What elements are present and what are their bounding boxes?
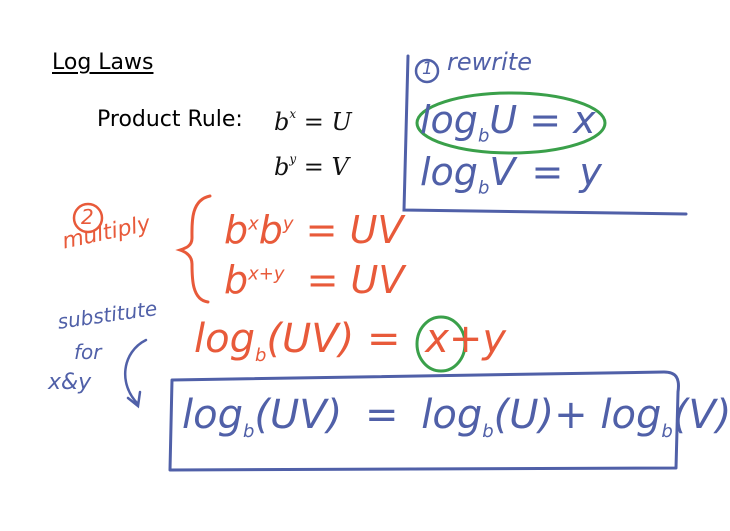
- substitute-note-3: x&y: [48, 370, 92, 395]
- substitute-arrowhead: [126, 390, 142, 409]
- eq2-rhs: = V: [303, 153, 349, 181]
- step3-log-sub: b: [254, 345, 267, 366]
- step2-line1-b1: b: [224, 208, 249, 252]
- step1-line2: logbV = y: [420, 150, 604, 199]
- result-t2-sub: b: [661, 421, 673, 442]
- result-lhs-sub: b: [242, 421, 255, 442]
- step2-line1-exp2: y: [282, 213, 294, 235]
- substitute-arrow: [124, 338, 148, 406]
- step2-number: 2: [81, 205, 94, 229]
- product-rule-eq-2: by = V: [274, 152, 349, 181]
- step1-number: 1: [422, 59, 433, 79]
- result-equation: logb(UV) = logb(U)+ logb(V): [182, 392, 730, 442]
- step2-line1: bxby = UV: [224, 208, 403, 252]
- step1-number-circle: [414, 58, 440, 84]
- eq1-rhs: = U: [303, 108, 352, 136]
- result-t2-arg: (V): [672, 392, 730, 438]
- step2-line1-b2: b: [258, 208, 283, 252]
- step3-equation: logb(UV) = x+y: [194, 316, 506, 366]
- eq2-base: b: [274, 153, 290, 181]
- eq2-exponent: y: [289, 152, 297, 166]
- step2-number-circle: [72, 202, 104, 234]
- step2-line1-rhs: = UV: [305, 208, 404, 252]
- step1-green-oval: [415, 91, 607, 155]
- result-t1-sub: b: [482, 421, 494, 442]
- step1-line2-log: log: [420, 150, 478, 194]
- result-lhs-arg: (UV): [254, 392, 343, 438]
- step1-line1-sub: b: [477, 125, 490, 147]
- step1-label: rewrite: [447, 48, 532, 76]
- result-eq: =: [365, 392, 399, 438]
- result-plus: +: [554, 392, 588, 438]
- step2-brace: [175, 194, 212, 304]
- eq1-exponent: x: [289, 107, 297, 121]
- step1-line2-sub: b: [477, 177, 490, 199]
- result-t2-log: log: [600, 392, 662, 438]
- step2-line2: bx+y = UV: [224, 258, 404, 302]
- result-lhs-log: log: [182, 392, 243, 438]
- step3-rest: +y: [448, 316, 507, 362]
- step1-line2-rest: V = y: [489, 150, 604, 194]
- step3-arg: (UV) =: [266, 316, 401, 362]
- step2-line2-b: b: [224, 258, 249, 302]
- step1-line1-log: log: [420, 98, 478, 142]
- result-t1-arg: (U): [493, 392, 555, 438]
- step1-line1-rest: U = x: [489, 98, 596, 142]
- page-title: Log Laws: [52, 50, 154, 75]
- step2-line1-exp1: x: [248, 213, 259, 235]
- result-box-stroke: [168, 370, 680, 472]
- step3-log: log: [194, 316, 255, 362]
- step2-line2-rhs: = UV: [306, 258, 405, 302]
- product-rule-eq-1: bx = U: [274, 107, 352, 136]
- eq1-base: b: [274, 108, 290, 136]
- step3-green-circle: [415, 315, 467, 373]
- step1-line1: logbU = x: [420, 98, 596, 147]
- step1-box-stroke: [402, 54, 688, 216]
- product-rule-label: Product Rule:: [97, 107, 243, 132]
- step3-x: x: [425, 316, 449, 362]
- result-t1-log: log: [421, 392, 483, 438]
- step2-line2-exp: x+y: [248, 263, 285, 285]
- substitute-note-2: for: [74, 340, 102, 364]
